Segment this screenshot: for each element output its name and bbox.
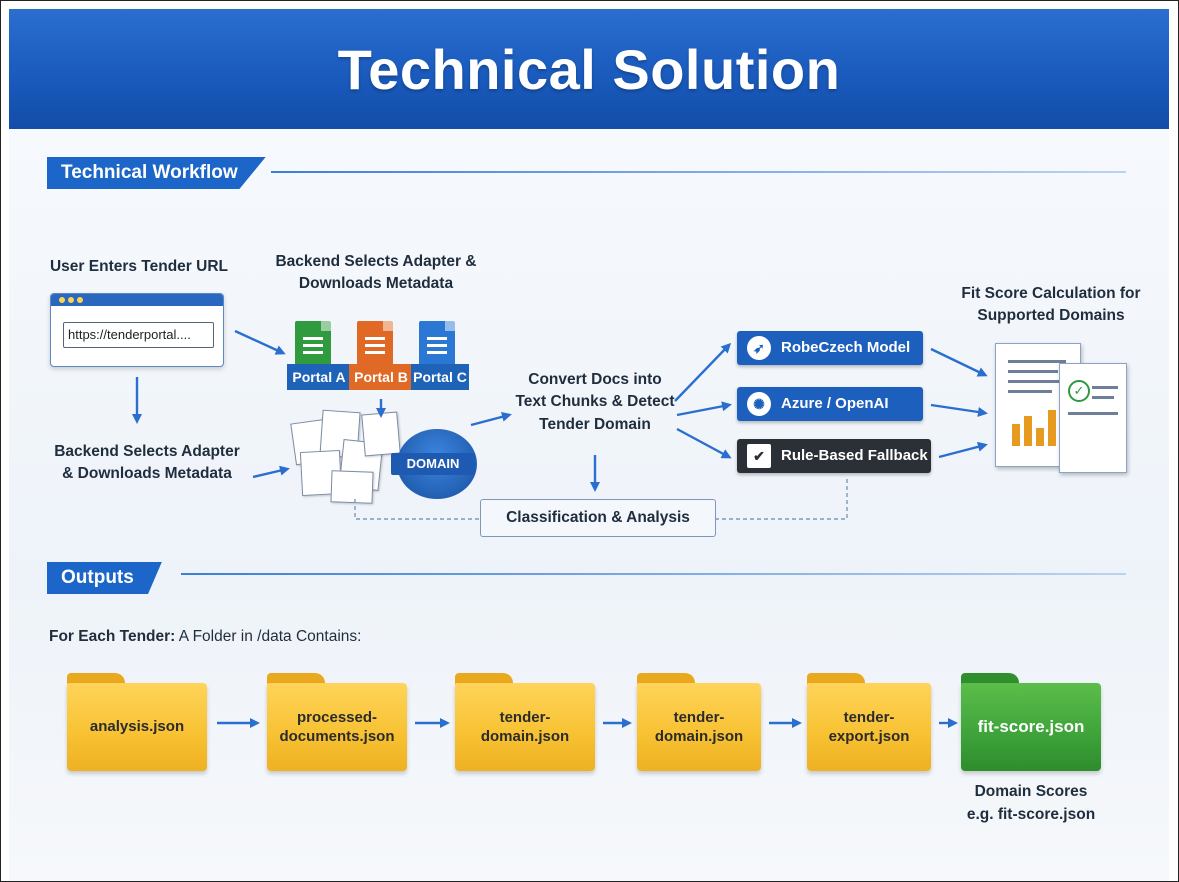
browser-titlebar [51, 294, 223, 306]
rule-based-fallback-box: ✔ Rule-Based Fallback [737, 439, 931, 473]
arrow-robeczech-to-score [930, 347, 988, 377]
browser-window: https://tenderportal.... [50, 293, 224, 367]
page-title: Technical Solution [337, 38, 841, 101]
backend-selects-label-left: Backend Selects Adapter & Downloads Meta… [54, 443, 240, 483]
portal-c-label: Portal C [411, 364, 469, 390]
arrow-to-fallback [676, 427, 732, 459]
folder-processed-documents-json: processed-documents.json [267, 673, 407, 771]
section-divider-workflow [271, 171, 1126, 173]
azure-openai-label: Azure / OpenAI [781, 395, 889, 412]
portal-c-document-icon [419, 321, 455, 365]
backend-selects-label-top: Backend Selects Adapter & Downloads Meta… [275, 253, 477, 293]
azure-openai-box: ✺ Azure / OpenAI [737, 387, 923, 421]
arrow-fallback-to-score [938, 441, 988, 459]
convert-docs-label: Convert Docs into Text Chunks & Detect T… [515, 371, 675, 433]
checkbox-icon: ✔ [747, 444, 771, 468]
domain-badge-label: DOMAIN [391, 453, 475, 475]
rule-based-fallback-label: Rule-Based Fallback [781, 447, 928, 464]
folder-tender-export-json: tender-export.json [807, 673, 931, 771]
classification-analysis-box: Classification & Analysis [480, 499, 716, 537]
portal-a-label: Portal A [287, 364, 351, 390]
classification-dashed-loop [354, 477, 848, 520]
openai-icon: ✺ [747, 392, 771, 416]
section-tag-workflow: Technical Workflow [47, 157, 266, 189]
portal-b-label: Portal B [349, 364, 413, 390]
arrow-docs-to-convert [470, 411, 512, 427]
window-dot-icon [59, 297, 65, 303]
window-dot-icon [77, 297, 83, 303]
domain-scores-note: Domain Scores e.g. fit-score.json [966, 783, 1096, 824]
arrow-to-robeczech [674, 342, 732, 402]
arrow-url-to-portals [234, 329, 286, 355]
arrow-left-to-docs [252, 465, 290, 479]
robeczech-model-label: RobeCzech Model [781, 339, 911, 356]
domain-globe-icon: DOMAIN [391, 429, 477, 499]
section-tag-outputs: Outputs [47, 562, 162, 594]
arrow-azure-to-score [930, 403, 988, 417]
portal-a-document-icon [295, 321, 331, 365]
tender-url-input[interactable]: https://tenderportal.... [63, 322, 214, 348]
folder-analysis-json: analysis.json [67, 673, 207, 771]
arrow-to-azure [676, 401, 732, 417]
folder-tender-domain-json-2: tender-domain.json [637, 673, 761, 771]
header-banner: Technical Solution [9, 9, 1169, 129]
folder-tender-domain-json: tender-domain.json [455, 673, 595, 771]
user-enters-label: User Enters Tender URL [49, 258, 228, 275]
for-each-tender-text: For Each Tender: A Folder in /data Conta… [49, 628, 362, 645]
robeczech-model-box: ➶ RobeCzech Model [737, 331, 923, 365]
section-divider-outputs [181, 573, 1126, 575]
rocket-icon: ➶ [747, 336, 771, 360]
fit-score-label: Fit Score Calculation for Supported Doma… [961, 285, 1141, 325]
portal-b-document-icon [357, 321, 393, 365]
checklist-icon: ✓ [1059, 363, 1127, 473]
folder-fit-score-json: fit-score.json [961, 673, 1101, 771]
window-dot-icon [68, 297, 74, 303]
